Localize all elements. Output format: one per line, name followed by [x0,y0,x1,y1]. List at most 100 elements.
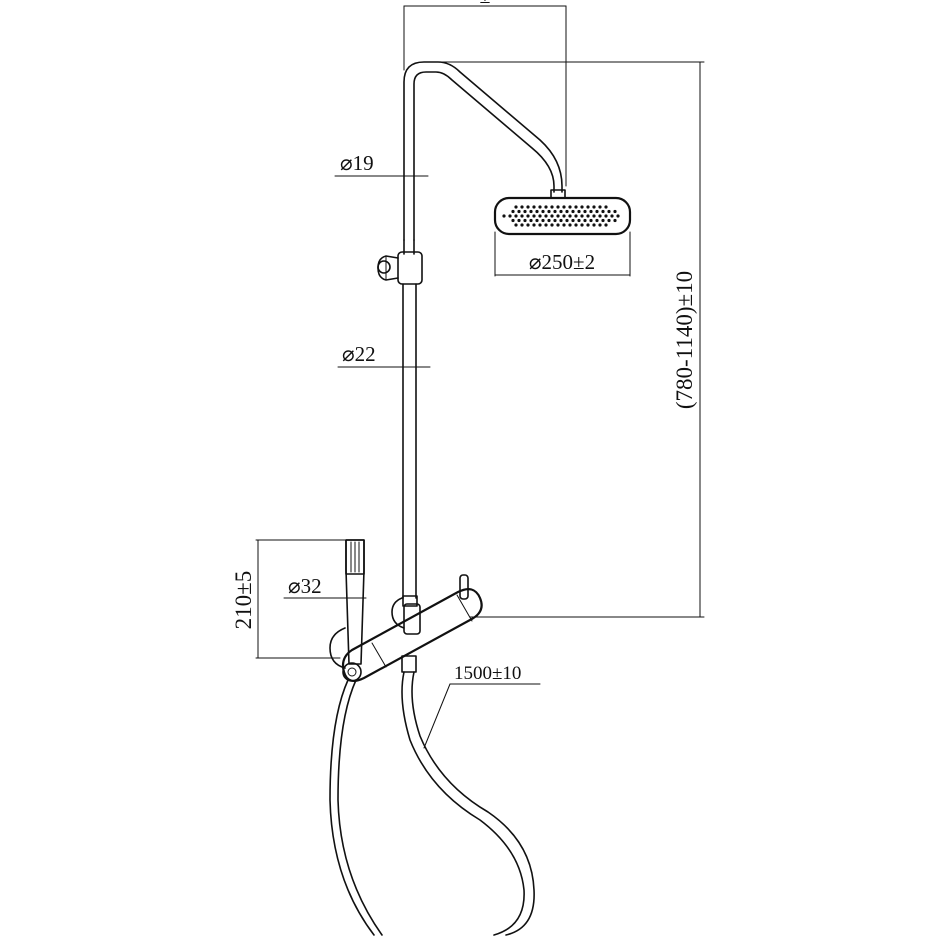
nozzle-dot [598,214,602,218]
height-range-label: (780-1140)±10 [672,271,697,409]
nozzle-dot [577,218,581,223]
nozzle-dot [553,218,557,223]
nozzle-dot [568,205,572,209]
nozzle-dot [550,223,554,227]
nozzle-dot [586,223,590,227]
nozzle-dot [574,214,578,218]
nozzle-dot [556,223,560,227]
nozzle-dot [580,214,584,218]
nozzle-dot [583,218,587,223]
nozzle-dot [574,205,578,209]
nozzle-dot [532,223,536,227]
nozzle-dot [613,218,617,223]
nozzle-dot [559,209,563,214]
head-nozzles [502,205,620,227]
handset-length-label: 210±5 [231,571,256,630]
nozzle-dot [607,209,611,214]
nozzle-dot [574,223,578,227]
nozzle-dot [541,218,545,223]
nozzle-dot [589,218,593,223]
nozzle-dot [589,209,593,214]
nozzle-dot [577,209,581,214]
nozzle-dot [562,205,566,209]
pipe-lower-diameter-dimension: ⌀22 [337,342,431,368]
rail-pipe [402,239,417,599]
nozzle-dot [565,218,569,223]
nozzle-dot [511,209,515,214]
nozzle-dot [511,218,515,223]
nozzle-dot [613,209,617,214]
nozzle-dot [610,214,614,218]
nozzle-dot [604,214,608,218]
height-dimension: (780-1140)±10 [437,61,705,618]
nozzle-dot [607,218,611,223]
nozzle-dot [595,209,599,214]
nozzle-dot [520,223,524,227]
head-diameter-dimension: ⌀250±2 [494,231,631,277]
nozzle-dot [520,214,524,218]
nozzle-dot [592,205,596,209]
nozzle-dot [580,205,584,209]
nozzle-dot [598,223,602,227]
nozzle-dot [529,209,533,214]
pipe-upper-diameter-label: ⌀19 [340,151,374,175]
nozzle-dot [514,223,518,227]
nozzle-dot [592,223,596,227]
nozzle-dot [526,214,530,218]
head-diameter-label: ⌀250±2 [529,250,595,274]
nozzle-dot [547,218,551,223]
nozzle-dot [598,205,602,209]
nozzle-dot [571,209,575,214]
nozzle-dot [604,223,608,227]
nozzle-dot [523,209,527,214]
nozzle-dot [565,209,569,214]
nozzle-dot [562,223,566,227]
nozzle-dot [544,223,548,227]
nozzle-dot [514,205,518,209]
nozzle-dot [601,209,605,214]
nozzle-dot [583,209,587,214]
shower-head [493,196,632,236]
hose-length-label: 1500±10 [454,663,521,684]
nozzle-dot [520,205,524,209]
nozzle-dot [541,209,545,214]
top-width-dimension: ± [403,0,567,187]
nozzle-dot [538,205,542,209]
nozzle-dot [553,209,557,214]
top-width-label: ± [480,0,491,8]
nozzle-dot [595,218,599,223]
handset-diameter-label: ⌀32 [288,574,322,598]
nozzle-dot [526,205,530,209]
nozzle-dot [550,214,554,218]
nozzle-dot [532,205,536,209]
nozzle-dot [550,205,554,209]
shower-hose [329,671,535,936]
nozzle-dot [556,205,560,209]
pipe-upper-diameter-dimension: ⌀19 [334,151,429,177]
nozzle-dot [517,218,521,223]
nozzle-dot [526,223,530,227]
nozzle-dot [544,214,548,218]
handset-length-dimension: 210±5 [231,539,347,659]
nozzle-dot [586,205,590,209]
nozzle-dot [601,218,605,223]
nozzle-dot [580,223,584,227]
pipe-lower-diameter-label: ⌀22 [342,342,376,366]
nozzle-dot [514,214,518,218]
nozzle-dot [529,218,533,223]
hand-shower [329,539,365,682]
hose-length-dimension: 1500±10 [423,663,541,749]
nozzle-dot [517,209,521,214]
nozzle-dot [571,218,575,223]
nozzle-dot [523,218,527,223]
nozzle-dot [508,214,512,218]
nozzle-dot [547,209,551,214]
nozzle-dot [568,214,572,218]
nozzle-dot [556,214,560,218]
nozzle-dot [568,223,572,227]
nozzle-dot [562,214,566,218]
nozzle-dot [559,218,563,223]
nozzle-dot [586,214,590,218]
nozzle-dot [604,205,608,209]
nozzle-dot [532,214,536,218]
